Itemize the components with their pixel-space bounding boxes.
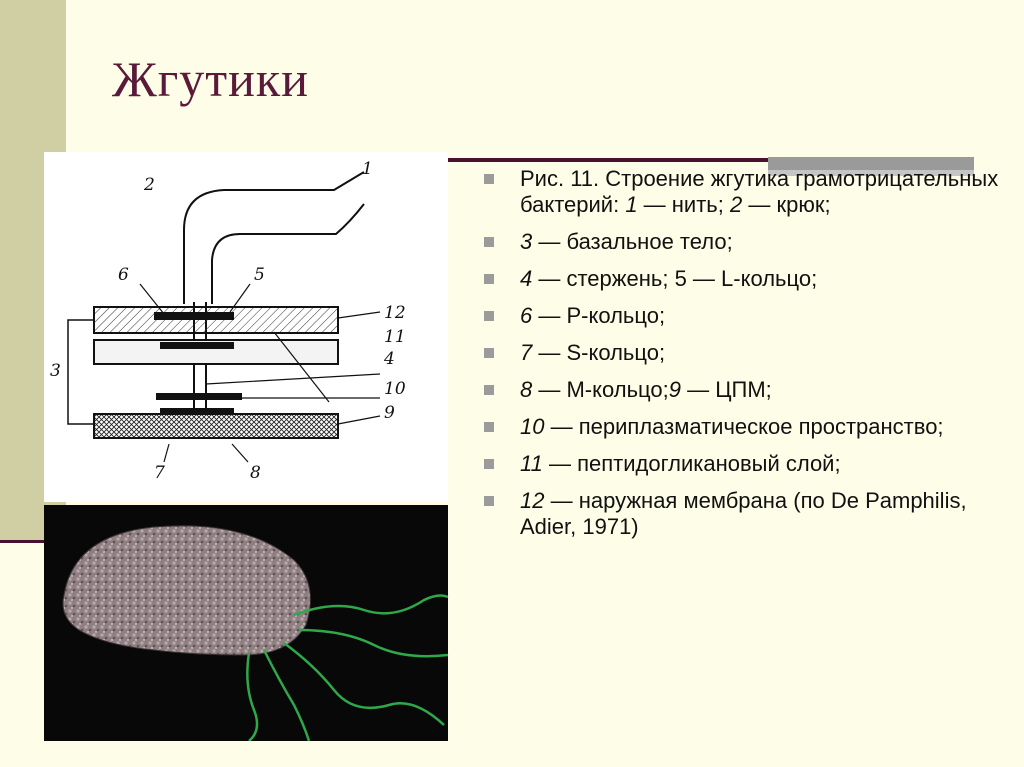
caption-item: 10 — периплазматическое пространство;: [480, 414, 1000, 440]
caption-text: — периплазматическое пространство;: [544, 414, 944, 439]
caption-text: 4: [520, 266, 533, 291]
caption-item: 4 — стержень; 5 — L-кольцо;: [480, 266, 1000, 292]
bullet-icon: [484, 274, 494, 284]
diagram-label-5: 5: [254, 265, 265, 285]
caption-item: 8 — М-кольцо;9 — ЦПМ;: [480, 377, 1000, 403]
bullet-icon: [484, 496, 494, 506]
bacterium-image-svg: [62, 525, 448, 741]
slide-title: Жгутики: [112, 51, 309, 107]
basal-body-bracket: [67, 319, 94, 425]
caption-text: Рис. 11. Строение жгутика грамотрицатель…: [520, 166, 999, 217]
l-ring: [154, 312, 234, 320]
flagella: [246, 594, 448, 741]
caption-text: 7: [520, 340, 533, 365]
caption-text: — стержень; 5 — L-кольцо;: [532, 266, 818, 291]
diagram-label-2: 2: [143, 175, 155, 195]
caption-item: 3 — базальное тело;: [480, 229, 1000, 255]
bullet-icon: [484, 385, 494, 395]
caption-list: Рис. 11. Строение жгутика грамотрицатель…: [480, 166, 1000, 551]
title-rule: [44, 158, 974, 162]
caption-text: — нить;: [637, 192, 730, 217]
caption-text: 8: [520, 377, 533, 402]
diagram-label-7: 7: [154, 463, 165, 483]
bacterium-body: [62, 525, 311, 656]
caption-text: — ЦПМ;: [681, 377, 772, 402]
cytoplasmic-membrane-layer: [93, 413, 339, 439]
caption-text: — Р-кольцо;: [532, 303, 666, 328]
diagram-label-6: 6: [118, 265, 129, 285]
caption-text: 12: [520, 488, 545, 513]
s-ring: [156, 393, 242, 400]
caption-text: 3: [520, 229, 533, 254]
title-rule-accent: [768, 157, 974, 170]
bullet-icon: [484, 422, 494, 432]
caption-item: Рис. 11. Строение жгутика грамотрицатель…: [480, 166, 1000, 218]
bullet-icon: [484, 174, 494, 184]
m-ring: [160, 408, 234, 415]
diagram-label-4: 4: [383, 349, 395, 369]
caption-text: — крюк;: [742, 192, 831, 217]
left-decor-line: [0, 540, 66, 543]
caption-text: 1: [625, 192, 638, 217]
caption-text: — базальное тело;: [532, 229, 733, 254]
caption-item: 11 — пептидогликановый слой;: [480, 451, 1000, 477]
caption-text: 10: [520, 414, 545, 439]
flagellum-hook-outer: [183, 171, 365, 304]
peptidoglycan-layer: [93, 339, 339, 365]
title-rule-accent-shadow: [768, 170, 974, 176]
caption-text: 6: [520, 303, 533, 328]
diagram-label-11: 11: [384, 327, 406, 347]
caption-item: 12 — наружная мембрана (по De Pamphilis,…: [480, 488, 1000, 540]
caption-text: 11: [520, 451, 543, 476]
caption-text: — пептидогликановый слой;: [542, 451, 841, 476]
diagram-label-12: 12: [384, 303, 406, 323]
flagellum-diagram-svg: 1 2 3 4 5 6 7 8 9 10 11 12: [50, 159, 406, 483]
caption-text: 2: [730, 192, 743, 217]
flagellum-diagram: 1 2 3 4 5 6 7 8 9 10 11 12: [44, 152, 448, 502]
caption-item: 6 — Р-кольцо;: [480, 303, 1000, 329]
bacterium-image: [44, 505, 448, 741]
p-ring: [160, 342, 234, 349]
diagram-label-3: 3: [50, 361, 61, 381]
caption-text: — М-кольцо;: [532, 377, 669, 402]
bullet-icon: [484, 348, 494, 358]
diagram-label-10: 10: [384, 379, 406, 399]
bullet-icon: [484, 311, 494, 321]
caption-text: 9: [668, 377, 682, 402]
caption-text: — наружная мембрана (по De Pamphilis, Ad…: [520, 488, 967, 539]
bullet-icon: [484, 459, 494, 469]
bullet-icon: [484, 237, 494, 247]
diagram-label-8: 8: [250, 463, 261, 483]
caption-text: — S-кольцо;: [532, 340, 666, 365]
diagram-label-1: 1: [362, 159, 373, 179]
flagellum-hook-inner: [211, 203, 365, 304]
caption-item: 7 — S-кольцо;: [480, 340, 1000, 366]
diagram-label-9: 9: [384, 403, 395, 423]
